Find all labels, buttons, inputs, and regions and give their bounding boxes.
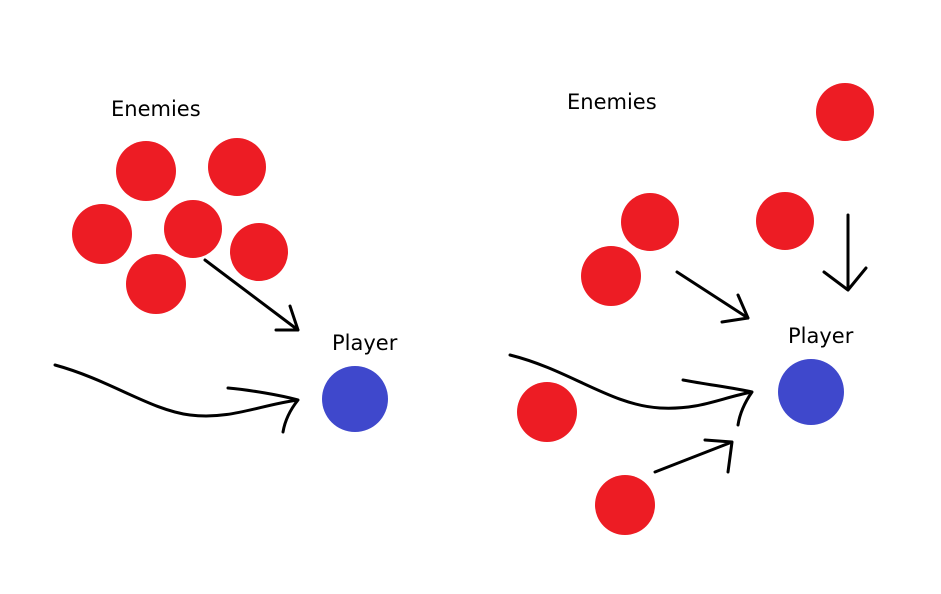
enemy-circle [116,141,176,201]
right-enemy-group [517,83,874,535]
left-enemy-group [72,138,288,314]
left-player-label: Player [332,331,398,355]
enemy-circle [816,83,874,141]
left-player-path-arrow [53,363,300,434]
right-player-label: Player [788,324,854,348]
enemy-circle [126,254,186,314]
right-player-circle [778,359,844,425]
enemy-circle [517,382,577,442]
enemy-circle [595,475,655,535]
right-enemy-arrow-down [822,213,868,292]
right-player-path-arrow [508,353,754,427]
left-enemy-arrow [203,258,300,332]
enemy-circle [756,192,814,250]
enemy-circle [72,204,132,264]
left-player-circle [322,366,388,432]
left-panel: Enemies Player [53,97,398,434]
right-enemies-label: Enemies [567,90,657,114]
right-panel: Enemies Player [508,83,874,535]
enemy-circle [230,223,288,281]
right-enemy-arrow-lower [653,438,734,474]
left-enemies-label: Enemies [111,97,201,121]
enemy-circle [581,246,641,306]
enemy-circle [164,200,222,258]
enemy-circle [208,138,266,196]
enemy-circle [621,193,679,251]
right-enemy-arrow-diagonal [675,270,750,324]
